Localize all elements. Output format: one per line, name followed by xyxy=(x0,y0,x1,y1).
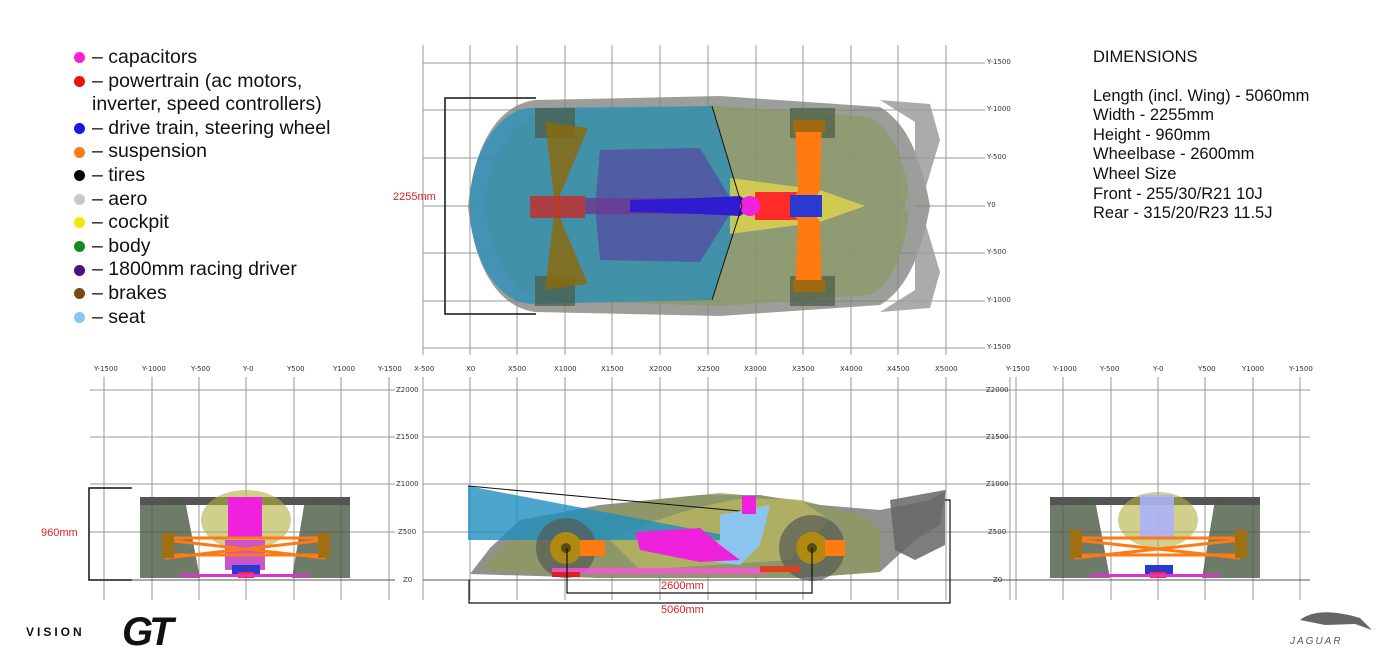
width-dimension-label: 2255mm xyxy=(393,191,436,203)
x-tick: X-500 xyxy=(414,365,435,373)
jaguar-leaper-icon xyxy=(1300,612,1372,630)
z-tick: Z500 xyxy=(398,528,417,536)
dimension-length: Length (incl. Wing) - 5060mm xyxy=(1093,86,1310,105)
front-y-tick: Y-1500 xyxy=(378,365,402,373)
powertrain-dot-icon xyxy=(74,75,85,87)
top-y-tick: Y-1000 xyxy=(987,296,1011,304)
legend-item-driver: – 1800mm racing driver xyxy=(74,258,330,282)
top-y-tick: Y-500 xyxy=(987,153,1007,161)
top-y-tick: Y-500 xyxy=(987,248,1007,256)
rear-y-tick: Y-500 xyxy=(1100,365,1120,373)
z-tick: Z1500 xyxy=(396,433,419,441)
legend-item-drive-train: – drive train, steering wheel xyxy=(74,117,330,141)
gran-turismo-logo: GT xyxy=(122,610,174,654)
rear-y-tick: Y-1500 xyxy=(1006,365,1030,373)
x-tick: X5000 xyxy=(935,365,958,373)
x-tick: X1000 xyxy=(554,365,577,373)
legend-item-suspension: – suspension xyxy=(74,140,330,164)
x-tick: X2500 xyxy=(697,365,720,373)
x-tick: X3500 xyxy=(792,365,815,373)
dimensions-panel: DIMENSIONS Length (incl. Wing) - 5060mm … xyxy=(1093,48,1309,224)
front-y-tick: Y-500 xyxy=(191,365,211,373)
legend-item-capacitors: – capacitors xyxy=(74,46,330,70)
top-y-tick: Y0 xyxy=(987,201,996,209)
x-tick: X2000 xyxy=(649,365,672,373)
x-tick: X0 xyxy=(466,365,476,373)
rear-y-tick: Y1000 xyxy=(1242,365,1265,373)
z-tick: Z0 xyxy=(993,576,1003,584)
body-dot-icon xyxy=(74,241,85,253)
front-y-tick: Y500 xyxy=(287,365,305,373)
rear-y-tick: Y-1000 xyxy=(1053,365,1077,373)
drive-train-dot-icon xyxy=(74,123,85,135)
component-legend: – capacitors – powertrain (ac motors, in… xyxy=(74,46,330,329)
rear-y-tick: Y-1500 xyxy=(1289,365,1313,373)
capacitors-dot-icon xyxy=(74,52,85,64)
dimension-height: Height - 960mm xyxy=(1093,125,1211,144)
legend-item-body: – body xyxy=(74,235,330,259)
dimension-wheelbase: Wheelbase - 2600mm xyxy=(1093,145,1255,164)
front-y-tick: Y-1500 xyxy=(94,365,118,373)
top-y-tick: Y-1000 xyxy=(987,105,1011,113)
rear-view-car xyxy=(1050,492,1260,578)
tires-dot-icon xyxy=(74,170,85,182)
x-tick: X1500 xyxy=(601,365,624,373)
x-tick: X4000 xyxy=(840,365,863,373)
dimension-front-wheel: Front - 255/30/R21 10J xyxy=(1093,184,1263,203)
suspension-dot-icon xyxy=(74,146,85,158)
rear-y-tick: Y-0 xyxy=(1153,365,1164,373)
wheelbase-dimension-label: 2600mm xyxy=(661,580,704,592)
z-tick: Z2000 xyxy=(986,386,1009,394)
front-view-car xyxy=(140,490,350,578)
side-view-car xyxy=(467,485,946,581)
top-y-tick: Y-1500 xyxy=(987,58,1011,66)
top-y-tick: Y-1500 xyxy=(987,343,1011,351)
z-tick: Z2000 xyxy=(396,386,419,394)
jaguar-logo: JAGUAR xyxy=(1290,636,1343,647)
z-tick: Z1000 xyxy=(986,480,1009,488)
legend-item-tires: – tires xyxy=(74,164,330,188)
z-tick: Z1000 xyxy=(396,480,419,488)
legend-item-powertrain: – powertrain (ac motors, xyxy=(74,70,330,94)
dimension-rear-wheel: Rear - 315/20/R23 11.5J xyxy=(1093,204,1273,223)
legend-item-brakes: – brakes xyxy=(74,282,330,306)
aero-dot-icon xyxy=(74,193,85,205)
cockpit-dot-icon xyxy=(74,217,85,229)
x-tick: X4500 xyxy=(887,365,910,373)
front-y-tick: Y1000 xyxy=(333,365,356,373)
driver-dot-icon xyxy=(74,264,85,276)
front-y-tick: Y-0 xyxy=(243,365,254,373)
rear-y-tick: Y500 xyxy=(1198,365,1216,373)
brakes-dot-icon xyxy=(74,288,85,300)
dimension-width: Width - 2255mm xyxy=(1093,106,1215,125)
front-y-tick: Y-1000 xyxy=(142,365,166,373)
z-tick: Z500 xyxy=(988,528,1007,536)
seat-dot-icon xyxy=(74,311,85,323)
x-tick: X3000 xyxy=(744,365,767,373)
height-dimension-label: 960mm xyxy=(41,527,78,539)
legend-item-aero: – aero xyxy=(74,188,330,212)
legend-item-seat: – seat xyxy=(74,306,330,330)
legend-item-cockpit: – cockpit xyxy=(74,211,330,235)
legend-item-powertrain-cont: inverter, speed controllers) xyxy=(92,93,322,116)
vision-logo: VISION xyxy=(26,625,85,639)
dimension-wheel-size: Wheel Size xyxy=(1093,164,1177,183)
z-tick: Z1500 xyxy=(986,433,1009,441)
top-view-car xyxy=(468,96,940,316)
z-tick: Z0 xyxy=(403,576,413,584)
dimensions-title: DIMENSIONS xyxy=(1093,48,1198,66)
x-tick: X500 xyxy=(508,365,527,373)
length-dimension-label: 5060mm xyxy=(661,604,704,616)
